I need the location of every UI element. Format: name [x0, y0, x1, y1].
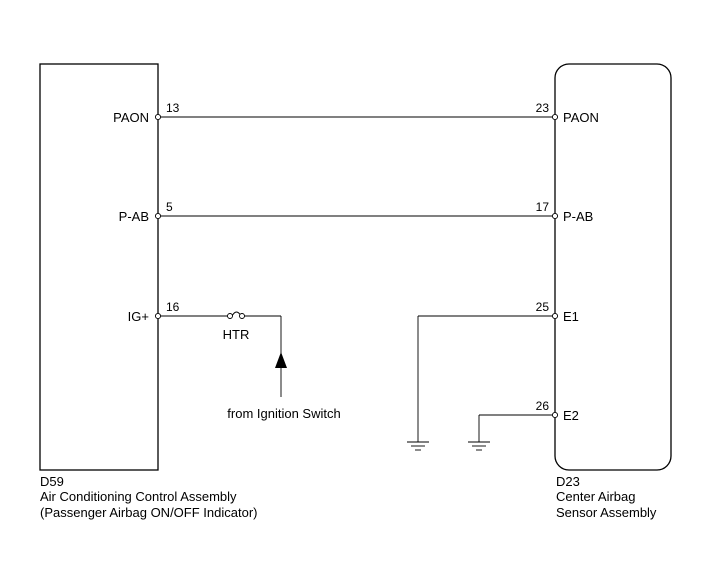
- left-component-name: (Passenger Airbag ON/OFF Indicator): [40, 505, 257, 520]
- left-component-box: [39, 63, 159, 471]
- right-terminal-label: P-AB: [563, 209, 593, 224]
- wire-e1: [417, 315, 552, 442]
- ground-icon: [468, 441, 490, 451]
- terminal-circle: [551, 312, 559, 320]
- terminal-circle: [551, 212, 559, 220]
- left-component-code: D59: [40, 474, 64, 489]
- terminal-circle: [154, 212, 162, 220]
- source-label: from Ignition Switch: [227, 406, 340, 421]
- ground-icon: [407, 441, 429, 451]
- right-component-code: D23: [556, 474, 580, 489]
- right-terminal-label: E1: [563, 309, 579, 324]
- right-terminal-label: PAON: [563, 110, 599, 125]
- right-pin-number: 23: [536, 101, 550, 115]
- right-terminal-label: E2: [563, 408, 579, 423]
- terminal-circle: [154, 113, 162, 121]
- left-terminal-label: PAON: [113, 110, 149, 125]
- right-component-name: Center Airbag: [556, 489, 636, 504]
- arrow-up-icon: [275, 352, 287, 368]
- fuse-label: HTR: [223, 327, 250, 342]
- left-component-name: Air Conditioning Control Assembly: [40, 489, 237, 504]
- wire-ig: [161, 311, 282, 397]
- terminal-circle: [551, 411, 559, 419]
- right-pin-number: 26: [536, 399, 550, 413]
- terminal-circle: [154, 312, 162, 320]
- left-terminal-label: P-AB: [119, 209, 149, 224]
- right-component-box: [554, 63, 672, 471]
- right-pin-number: 25: [536, 300, 550, 314]
- left-pin-number: 5: [166, 200, 173, 214]
- right-pin-number: 17: [536, 200, 550, 214]
- terminal-circle: [551, 113, 559, 121]
- left-pin-number: 16: [166, 300, 180, 314]
- left-pin-number: 13: [166, 101, 180, 115]
- wire-e2: [478, 414, 552, 442]
- right-component-name: Sensor Assembly: [556, 505, 657, 520]
- left-terminal-label: IG+: [128, 309, 149, 324]
- fuse-icon: [227, 313, 245, 319]
